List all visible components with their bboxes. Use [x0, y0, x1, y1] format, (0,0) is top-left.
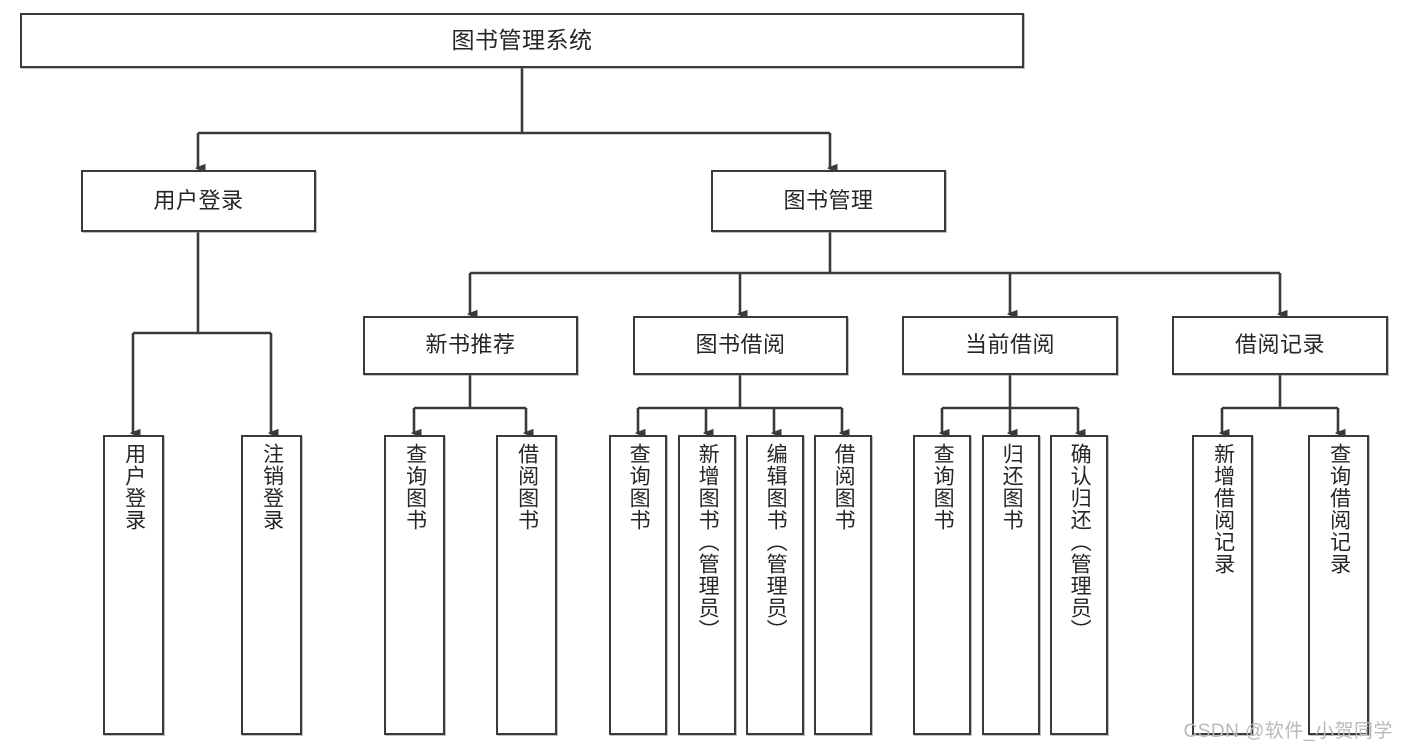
node-root-system[interactable]: 图书管理系统 — [20, 13, 1024, 68]
node-book-management[interactable]: 图书管理 — [711, 170, 946, 232]
node-book-borrow[interactable]: 图书借阅 — [633, 316, 848, 375]
node-label: 新增图书（管理员） — [696, 443, 720, 641]
node-label: 借阅图书 — [515, 443, 539, 531]
node-label: 确认归还（管理员） — [1068, 443, 1092, 641]
node-leaf-borrow-book-2[interactable]: 借阅图书 — [814, 435, 872, 735]
node-leaf-return-book[interactable]: 归还图书 — [982, 435, 1040, 735]
csdn-watermark: CSDN @软件_小贺同学 — [1183, 721, 1393, 742]
node-leaf-add-borrow-record[interactable]: 新增借阅记录 — [1192, 435, 1253, 735]
node-label: 新书推荐 — [425, 332, 516, 358]
node-user-login[interactable]: 用户登录 — [81, 170, 316, 232]
node-leaf-borrow-book-1[interactable]: 借阅图书 — [496, 435, 557, 735]
node-label: 归还图书 — [1000, 443, 1024, 531]
node-leaf-query-book-1[interactable]: 查询图书 — [384, 435, 445, 735]
node-label: 图书管理系统 — [451, 26, 593, 53]
node-label: 编辑图书（管理员） — [764, 443, 788, 641]
node-leaf-confirm-return[interactable]: 确认归还（管理员） — [1050, 435, 1108, 735]
node-label: 图书管理 — [783, 187, 874, 213]
node-current-borrow[interactable]: 当前借阅 — [902, 316, 1118, 375]
node-label: 借阅图书 — [832, 443, 856, 531]
node-label: 新增借阅记录 — [1211, 443, 1235, 575]
node-label: 查询图书 — [627, 443, 651, 531]
node-borrow-record[interactable]: 借阅记录 — [1172, 316, 1388, 375]
node-leaf-query-borrow-record[interactable]: 查询借阅记录 — [1308, 435, 1369, 735]
node-leaf-logout[interactable]: 注销登录 — [241, 435, 302, 735]
node-label: 查询借阅记录 — [1327, 443, 1351, 575]
node-label: 用户登录 — [153, 187, 244, 213]
node-label: 图书借阅 — [695, 332, 786, 358]
node-label: 借阅记录 — [1234, 332, 1325, 358]
node-label: 当前借阅 — [964, 332, 1055, 358]
node-leaf-user-login[interactable]: 用户登录 — [103, 435, 164, 735]
node-label: 用户登录 — [122, 443, 146, 531]
node-new-book-recommend[interactable]: 新书推荐 — [363, 316, 578, 375]
node-leaf-query-book-2[interactable]: 查询图书 — [609, 435, 667, 735]
node-label: 查询图书 — [931, 443, 955, 531]
node-leaf-edit-book[interactable]: 编辑图书（管理员） — [746, 435, 804, 735]
node-label: 注销登录 — [260, 443, 284, 531]
node-leaf-add-book[interactable]: 新增图书（管理员） — [678, 435, 736, 735]
node-label: 查询图书 — [403, 443, 427, 531]
node-leaf-query-book-3[interactable]: 查询图书 — [913, 435, 971, 735]
